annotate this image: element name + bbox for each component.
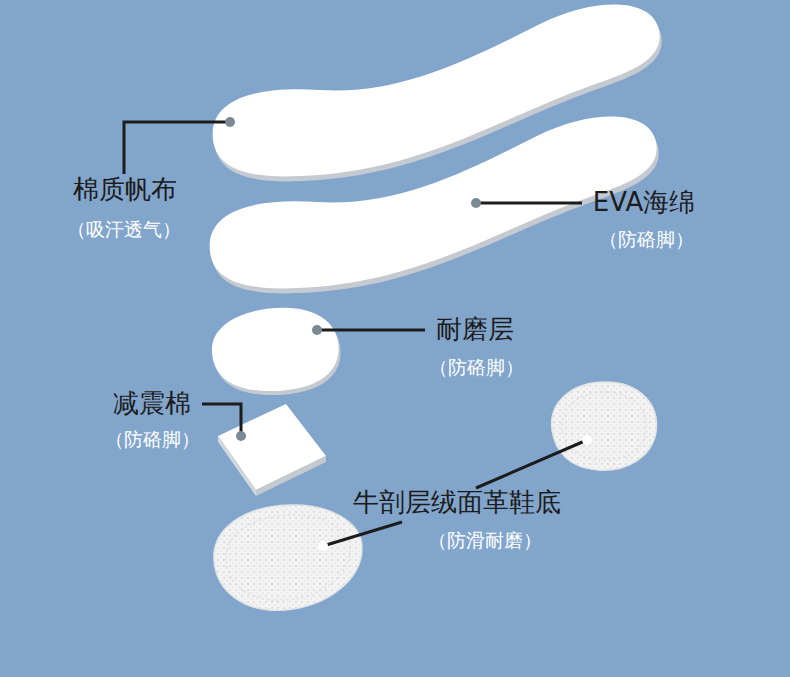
part-name: 牛剖层绒面革鞋底: [353, 488, 561, 518]
leader-line: [317, 329, 425, 332]
shock-cotton-side: [256, 456, 326, 496]
part-name: 棉质帆布: [73, 175, 177, 205]
part-name: 减震棉: [113, 389, 191, 419]
leader-dot: [318, 541, 328, 551]
part-note: （防硌脚）: [599, 229, 694, 251]
leader-dot: [471, 198, 481, 208]
leader-dot: [225, 117, 235, 127]
part-note: （吸汗透气）: [67, 219, 181, 241]
part-note: （防硌脚）: [429, 357, 524, 379]
leader-dot: [312, 325, 322, 335]
leader-line: [476, 202, 582, 205]
shock-cotton-side: [218, 436, 256, 496]
forefoot-sole: [552, 382, 657, 470]
wear-layer-pad: [212, 308, 339, 391]
stitching: [226, 515, 350, 600]
leader-line: [202, 404, 241, 436]
leader-line: [476, 440, 587, 488]
leader-dot: [582, 435, 592, 445]
part-note: （防硌脚）: [105, 429, 200, 451]
part-note: （防滑耐磨）: [428, 530, 542, 552]
shock-cotton: [218, 404, 326, 490]
part-name: 耐磨层: [436, 315, 514, 345]
stitching: [562, 392, 646, 460]
leader-line: [124, 122, 230, 174]
leader-dot: [236, 431, 246, 441]
heel-sole: [214, 505, 362, 610]
part-name: EVA海绵: [593, 188, 695, 218]
leader-line: [323, 522, 402, 546]
eva-layer: [210, 116, 657, 288]
